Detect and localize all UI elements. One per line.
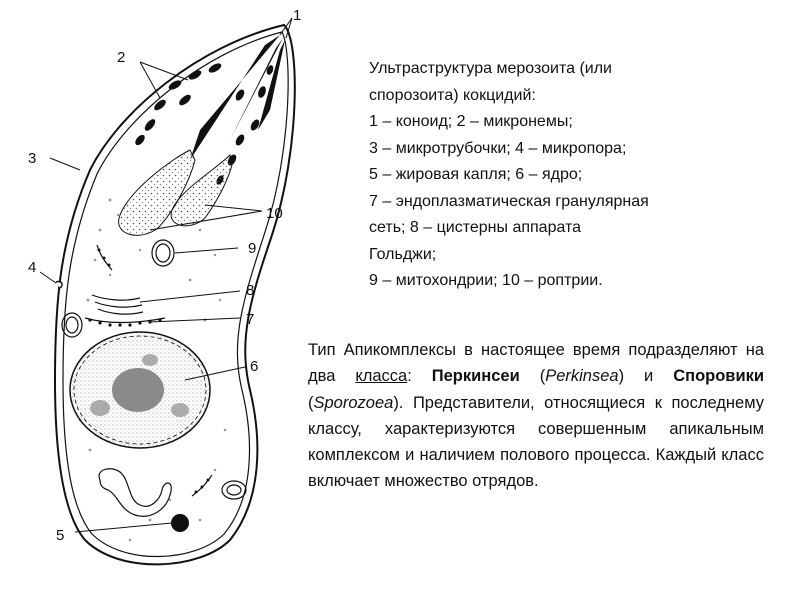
text-run: Тип Апикомплексы в настоящее время подра… (308, 341, 764, 386)
ribosomes (88, 248, 210, 494)
caption-line: 5 – жировая капля; 6 – ядро; (369, 166, 583, 183)
label-3: 3 (28, 150, 36, 167)
label-1: 1 (293, 7, 301, 24)
mitochondria (61, 239, 247, 517)
caption-line: спорозоита) кокцидий: (369, 86, 536, 104)
lipid-droplet (171, 514, 189, 532)
caption-line: 9 – митохондрии; 10 – роптрии. (369, 272, 603, 289)
caption-line: Гольджи; (369, 245, 437, 263)
term-perkinsea-latin: Perkinsea (545, 367, 619, 386)
term-perkinsea-ru: Перкинсеи (431, 367, 520, 386)
microtubules (190, 35, 285, 170)
text-run: : (407, 367, 432, 386)
golgi-cisternae (91, 294, 144, 315)
label-2: 2 (117, 49, 125, 66)
caption-line: Ультраструктура мерозоита (или (369, 60, 612, 77)
term-sporozoea-latin: Sporozoea (313, 393, 394, 412)
micropore (55, 280, 63, 289)
rhoptries (118, 149, 233, 236)
text-run: ( (308, 393, 314, 412)
diagram-caption: Ультраструктура мерозоита (или спорозоит… (369, 56, 779, 295)
text-run: ) и (618, 367, 674, 386)
label-8: 8 (246, 282, 254, 299)
label-7: 7 (246, 311, 254, 328)
class-link[interactable]: класса (355, 367, 408, 386)
leader-lines (39, 17, 293, 533)
cell-membrane (53, 23, 296, 566)
description-paragraph: Тип Апикомплексы в настоящее время подра… (308, 337, 764, 495)
text-run: ( (519, 367, 546, 386)
text-run: ). Представители, относящиеся к последне… (308, 393, 764, 491)
merozoite-diagram: 1 2 3 4 5 6 7 8 9 10 (28, 7, 301, 566)
paragraph-text: Тип Апикомплексы в настоящее время подра… (308, 337, 764, 495)
label-9: 9 (248, 240, 256, 257)
label-5: 5 (56, 527, 64, 544)
term-sporozoea-ru: Споровики (673, 367, 764, 386)
label-10: 10 (266, 205, 283, 222)
label-6: 6 (250, 358, 258, 375)
caption-line: 7 – эндоплазматическая гранулярная (369, 192, 649, 210)
caption-line: сеть; 8 – цистерны аппарата (369, 219, 582, 236)
caption-line: 3 – микротрубочки; 4 – микропора; (369, 139, 627, 157)
nucleus (69, 331, 211, 449)
label-4: 4 (28, 259, 36, 276)
caption-line: 1 – коноид; 2 – микронемы; (369, 113, 573, 130)
